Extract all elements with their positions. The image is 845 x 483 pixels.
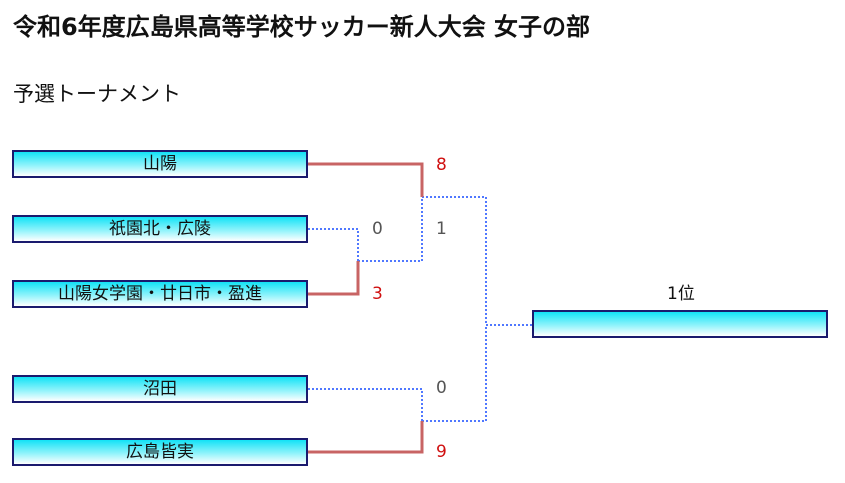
score-gionkita-koryo: 0 <box>372 219 383 239</box>
score-numata: 0 <box>436 378 447 398</box>
team-name: 山陽 <box>143 153 177 174</box>
team-name: 沼田 <box>143 378 177 399</box>
score-semifinal-winner: 1 <box>436 219 447 239</box>
page-title: 令和6年度広島県高等学校サッカー新人大会 女子の部 <box>13 13 591 41</box>
score-hiroshima-minami: 9 <box>436 442 447 462</box>
team-box-hiroshima-minami: 広島皆実 <box>12 438 308 466</box>
line-hiroshima-minami <box>308 421 424 454</box>
first-place-box <box>532 310 828 338</box>
score-sanyo: 8 <box>436 155 447 175</box>
line-lower-bracket <box>422 325 487 422</box>
team-box-sanyo-jogakuen: 山陽女学園・廿日市・盈進 <box>12 280 308 308</box>
team-box-numata: 沼田 <box>12 375 308 403</box>
team-name: 広島皆実 <box>126 441 194 462</box>
first-place-label: 1位 <box>667 284 695 304</box>
line-gionkita-koryo <box>308 228 359 261</box>
team-name: 山陽女学園・廿日市・盈進 <box>58 283 262 304</box>
line-upper-bracket <box>422 196 487 325</box>
line-semifinal-winner <box>358 197 423 262</box>
team-box-gionkita-koryo: 祇園北・広陵 <box>12 215 308 243</box>
line-numata <box>308 388 423 421</box>
score-sanyo-jogakuen: 3 <box>372 284 383 304</box>
line-sanyo-jogakuen <box>308 261 360 296</box>
team-name: 祇園北・広陵 <box>109 218 211 239</box>
line-sanyo <box>308 162 424 197</box>
team-box-sanyo: 山陽 <box>12 150 308 178</box>
bracket-subtitle: 予選トーナメント <box>13 82 181 106</box>
